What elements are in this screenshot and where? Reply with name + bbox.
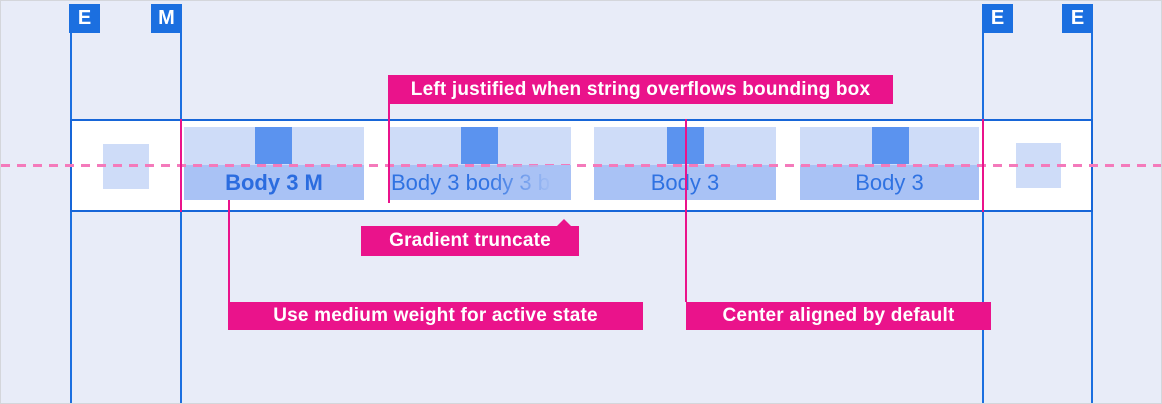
grid-marker-e-left: E [69, 4, 100, 33]
arrow-up-icon [557, 219, 571, 226]
tab-icon-box [872, 127, 909, 164]
tab-icon-box [461, 127, 498, 164]
center-dashed-guide [1, 164, 1161, 167]
annotation-center-aligned: Center aligned by default [686, 302, 991, 330]
tab-label: Body 3 M [184, 165, 364, 200]
grid-marker-e-right-outer: E [1062, 4, 1093, 33]
tab-label: Body 3 [800, 165, 979, 200]
gradient-fade-overlay [486, 165, 571, 200]
annotation-gradient-truncate-text: Gradient truncate [389, 230, 551, 251]
annotation-left-justified: Left justified when string overflows bou… [388, 75, 893, 104]
margin-marker-line-right [982, 119, 984, 212]
annotation-gradient-truncate: Gradient truncate [361, 219, 579, 256]
annotation-medium-weight: Use medium weight for active state [228, 302, 643, 330]
connector-line-overflow [388, 104, 390, 203]
tab-default-2[interactable]: Body 3 [800, 127, 979, 200]
tab-active[interactable]: Body 3 M [184, 127, 364, 200]
tab-icon-box [255, 127, 292, 164]
connector-line-active-weight [228, 200, 230, 302]
grid-marker-e-right-inner: E [982, 4, 1013, 33]
connector-line-center-aligned [685, 119, 687, 302]
margin-marker-line-left [180, 119, 182, 212]
grid-marker-m: M [151, 4, 182, 33]
tab-truncated[interactable]: Body 3 body 3 b [389, 127, 571, 200]
